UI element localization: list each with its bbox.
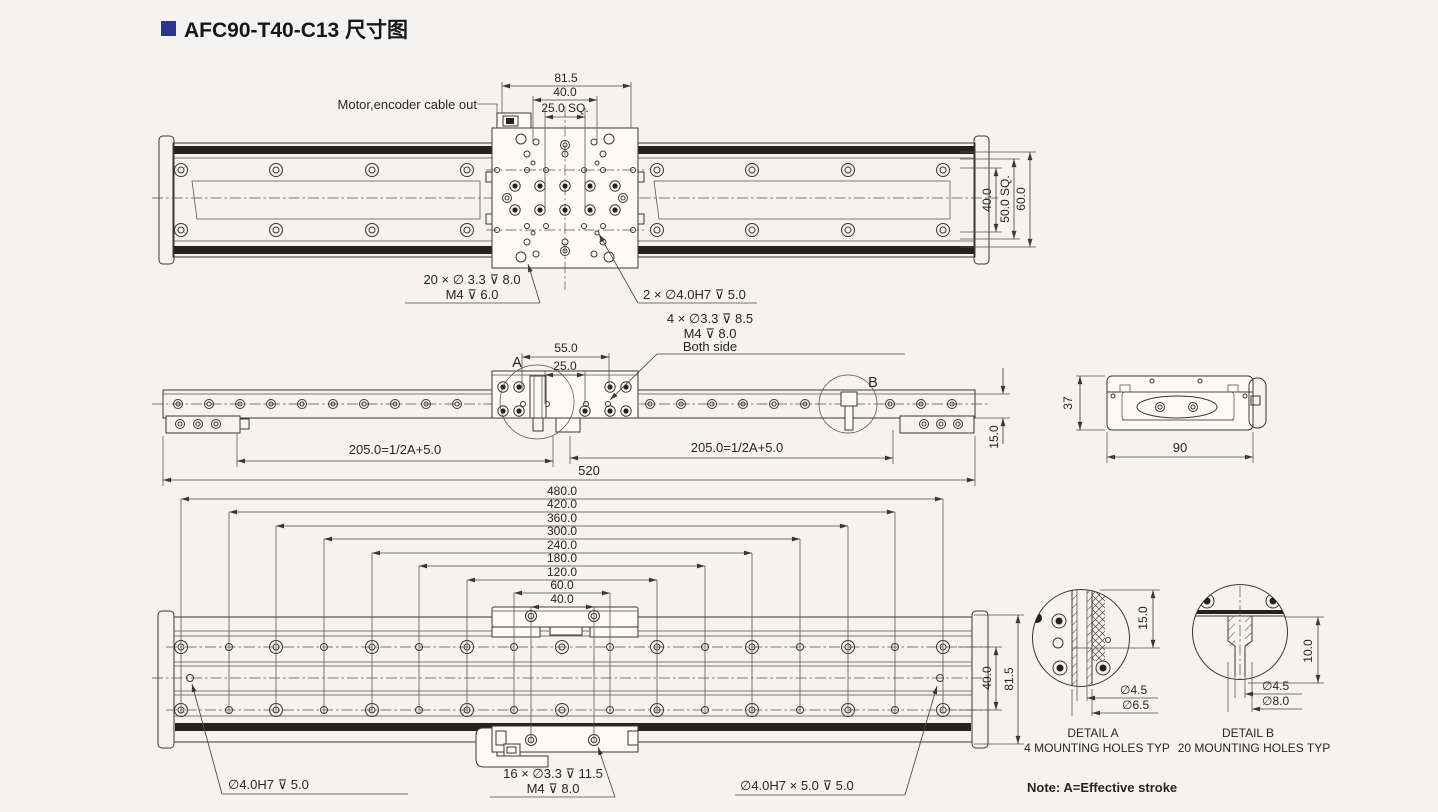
- dim-360: 360.0: [547, 511, 577, 525]
- detail-b-marker: B: [818, 374, 878, 434]
- detail-b-dia-large: ∅8.0: [1262, 694, 1289, 708]
- dim-v40-bottom: 40.0: [980, 666, 994, 690]
- side-view: A B 55.0 25.0 205.0=1/2A+5.0 205.0=1/2: [152, 311, 1010, 486]
- detail-a-dim-15: 15.0: [1136, 606, 1150, 630]
- detail-a-dia-large: ∅6.5: [1122, 698, 1149, 712]
- detail-a-mark: A: [512, 355, 522, 371]
- side-view-callout: 4 × ∅3.3 ⊽ 8.5 M4 ⊽ 8.0 Both side: [609, 311, 905, 401]
- callout-16-holes-line2: M4 ⊽ 8.0: [527, 781, 580, 796]
- detail-b-dim-10: 10.0: [1301, 639, 1315, 663]
- bottom-view: 480.0 420.0 360.0 300.0 240.0 180.0 120.…: [152, 484, 1024, 798]
- title-block: AFC90-T40-C13 尺寸图: [161, 18, 408, 42]
- detail-a-title: DETAIL A: [1067, 726, 1118, 740]
- detail-a-subtitle: 4 MOUNTING HOLES TYP: [1024, 741, 1170, 755]
- detail-b-subtitle: 20 MOUNTING HOLES TYP: [1178, 741, 1330, 755]
- callout-4-holes-line2: M4 ⊽ 8.0: [684, 326, 737, 341]
- bottom-view-right-dimensions: 40.0 81.5: [958, 614, 1024, 745]
- dim-v40: 40.0: [980, 188, 994, 212]
- dim-25: 25.0: [553, 359, 577, 373]
- cable-hook: [1248, 377, 1267, 429]
- detail-a-section: [1032, 589, 1111, 687]
- dim-40b: 40.0: [550, 592, 574, 606]
- callout-4-holes-line1: 4 × ∅3.3 ⊽ 8.5: [667, 311, 753, 326]
- detail-b-section: [1192, 586, 1288, 680]
- bottom-view-centerlines: [152, 646, 990, 711]
- bottom-view-callouts: ∅4.0H7 ⊽ 5.0 16 × ∅3.3 ⊽ 11.5 M4 ⊽ 8.0 ∅…: [191, 683, 938, 798]
- detail-a-dia-small: ∅4.5: [1120, 683, 1147, 697]
- side-view-dimensions: 55.0 25.0 205.0=1/2A+5.0 205.0=1/2A+5.0 …: [162, 341, 1010, 486]
- dim-40: 40.0: [553, 85, 577, 99]
- dim-15: 15.0: [987, 425, 1001, 449]
- dim-300: 300.0: [547, 524, 577, 538]
- dim-37: 37: [1061, 396, 1075, 410]
- detail-b-title: DETAIL B: [1222, 726, 1274, 740]
- dim-420: 420.0: [547, 497, 577, 511]
- title-accent-square: [161, 21, 176, 36]
- dim-480: 480.0: [547, 484, 577, 498]
- dim-60: 60.0: [550, 578, 574, 592]
- dim-25-sq: 25.0 SQ.: [541, 101, 588, 115]
- top-view: 81.5 40.0 25.0 SQ. 40.0 50.0 SQ. 60.0 Mo…: [152, 71, 1036, 304]
- cable-label: Motor,encoder cable out: [338, 97, 478, 112]
- callout-pin-right: ∅4.0H7 × 5.0 ⊽ 5.0: [740, 778, 854, 793]
- top-view-callouts: Motor,encoder cable out 20 × ∅ 3.3 ⊽ 8.0…: [338, 97, 757, 304]
- detail-b-dia-small: ∅4.5: [1262, 679, 1289, 693]
- carriage-plate-bottom: [491, 606, 639, 638]
- dim-180: 180.0: [547, 551, 577, 565]
- callout-2-pins: 2 × ∅4.0H7 ⊽ 5.0: [643, 287, 746, 302]
- page-title: AFC90-T40-C13 尺寸图: [184, 18, 408, 42]
- dim-55: 55.0: [554, 341, 578, 355]
- dim-81-5: 81.5: [554, 71, 578, 85]
- detail-a-dimensions: 15.0 ∅4.5 ∅6.5: [1071, 589, 1160, 716]
- carriage-plate-top: [485, 106, 645, 290]
- end-view: 37 90: [1061, 375, 1267, 463]
- detail-a-marker: A: [499, 355, 575, 440]
- dim-520: 520: [578, 463, 600, 478]
- dim-v50-sq: 50.0 SQ.: [998, 175, 1012, 222]
- bottom-view-holes: [174, 640, 950, 717]
- detail-a-view: 15.0 ∅4.5 ∅6.5 DETAIL A 4 MOUNTING HOLES…: [1024, 589, 1170, 755]
- end-view-dimensions: 37 90: [1061, 375, 1254, 463]
- callout-4-holes-line3: Both side: [683, 339, 737, 354]
- detail-b-dimensions: 10.0 ∅4.5 ∅8.0: [1227, 616, 1324, 712]
- detail-b-view: 10.0 ∅4.5 ∅8.0 DETAIL B 20 MOUNTING HOLE…: [1178, 584, 1330, 755]
- callout-20-holes-line1: 20 × ∅ 3.3 ⊽ 8.0: [423, 272, 520, 287]
- callout-16-holes-line1: 16 × ∅3.3 ⊽ 11.5: [503, 766, 603, 781]
- dim-v60: 60.0: [1014, 187, 1028, 211]
- dim-v81-5: 81.5: [1002, 667, 1016, 691]
- cable-bracket: [477, 103, 532, 130]
- callout-20-holes-line2: M4 ⊽ 6.0: [446, 287, 499, 302]
- dim-right-half: 205.0=1/2A+5.0: [691, 440, 784, 455]
- stroke-note: Note: A=Effective stroke: [1027, 780, 1177, 795]
- side-view-carriage: [491, 370, 639, 433]
- dim-120: 120.0: [547, 565, 577, 579]
- top-view-dimensions: 81.5 40.0 25.0 SQ. 40.0 50.0 SQ. 60.0: [501, 71, 1036, 248]
- dim-left-half: 205.0=1/2A+5.0: [349, 442, 442, 457]
- motor-bracket: [475, 725, 639, 768]
- callout-pin-left: ∅4.0H7 ⊽ 5.0: [228, 777, 309, 792]
- bottom-view-extension-lines: [180, 499, 944, 743]
- detail-b-mark: B: [868, 375, 878, 391]
- bottom-view-stacked-dimensions: 480.0 420.0 360.0 300.0 240.0 180.0 120.…: [181, 484, 943, 610]
- dim-240: 240.0: [547, 538, 577, 552]
- dim-90: 90: [1173, 440, 1187, 455]
